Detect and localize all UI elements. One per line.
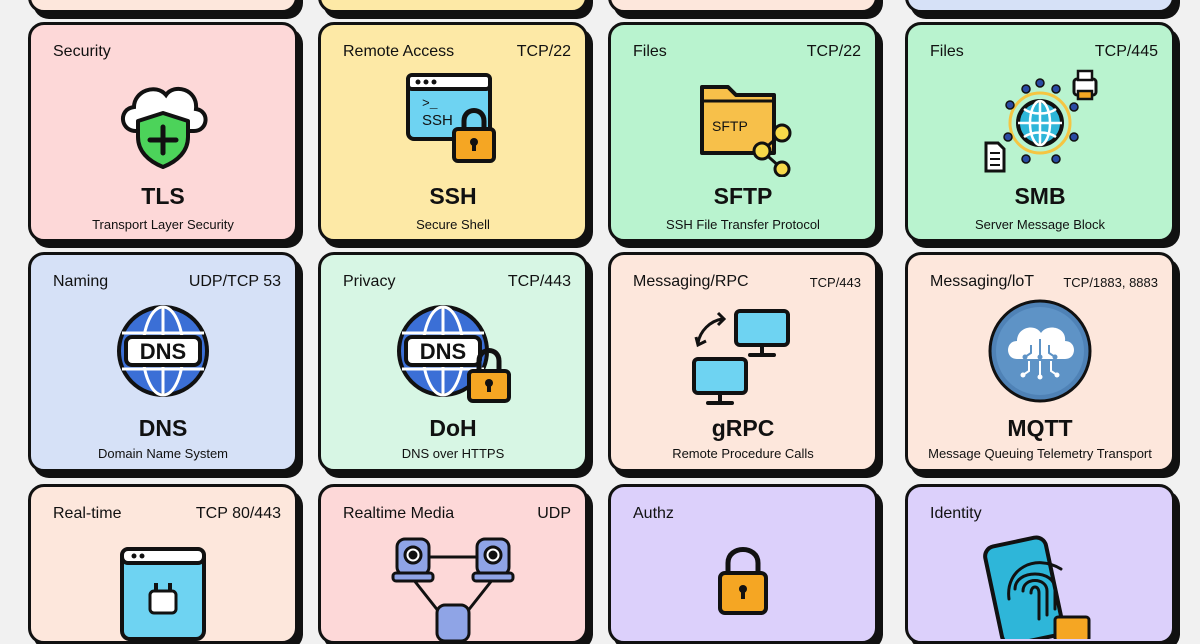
- card-description: Secure Shell: [416, 217, 490, 232]
- card-name: SMB: [1014, 183, 1066, 209]
- dns-lock-icon: DNS: [397, 305, 511, 403]
- card-name: gRPC: [711, 415, 775, 441]
- doh-icon-label: DNS: [420, 339, 466, 364]
- cloud-shield-icon: [121, 86, 208, 169]
- ssh-prompt-text: >_: [422, 96, 438, 111]
- card-name: DNS: [138, 415, 188, 441]
- card-category: Real-time: [53, 505, 122, 522]
- padlock-icon: [718, 547, 768, 615]
- card-top-partial-3: [608, 0, 878, 13]
- card-ssh: Remote Access TCP/22 >_ SSH SSH Secure S…: [318, 22, 588, 242]
- card-category: Naming: [53, 273, 109, 290]
- card-port: TCP/445: [1094, 43, 1158, 60]
- card-top-partial-2: [318, 0, 588, 13]
- terminal-lock-icon: >_ SSH: [406, 73, 496, 163]
- card-description: Message Queuing Telemetry Transport: [928, 446, 1152, 461]
- card-smb: Files TCP/445 SMB Server Message Block: [905, 22, 1175, 242]
- webcams-network-icon: [391, 537, 515, 641]
- card-identity: Identity: [905, 484, 1175, 644]
- card-top-partial-4: [905, 0, 1175, 13]
- card-description: Domain Name System: [97, 446, 229, 461]
- card-grpc: Messaging/RPC TCP/443 gRPC Remote Proced…: [608, 252, 878, 472]
- card-name: SSH: [429, 183, 477, 209]
- sftp-icon-label: SFTP: [712, 118, 748, 134]
- card-dns: Naming UDP/TCP 53 DNS DNS Domain Name Sy…: [28, 252, 298, 472]
- card-mqtt: Messaging/loT TCP/1883, 8883 MQTT Messag…: [905, 252, 1175, 472]
- card-top-partial-1: [28, 0, 298, 13]
- dns-icon-label: DNS: [140, 339, 186, 364]
- card-port: TCP/443: [809, 275, 861, 290]
- card-port: TCP 80/443: [195, 505, 281, 522]
- fingerprint-phone-icon: [983, 535, 1091, 639]
- card-category: Realtime Media: [343, 505, 455, 522]
- card-category: Authz: [633, 505, 674, 522]
- card-port: TCP/22: [516, 43, 571, 60]
- card-category: Files: [633, 43, 667, 60]
- card-description: Server Message Block: [974, 217, 1106, 232]
- card-realtime-media: Realtime Media UDP: [318, 484, 588, 644]
- card-port: UDP: [537, 505, 571, 522]
- card-sftp: Files TCP/22 SFTP SFTP SSH File Transfer…: [608, 22, 878, 242]
- card-category: Privacy: [343, 273, 396, 290]
- card-port: TCP/443: [507, 273, 571, 290]
- iot-cloud-icon: [988, 299, 1092, 403]
- card-realtime: Real-time TCP 80/443: [28, 484, 298, 644]
- network-globe-icon: [984, 69, 1098, 173]
- card-port: UDP/TCP 53: [188, 273, 281, 290]
- card-name: MQTT: [1007, 415, 1073, 441]
- folder-share-icon: SFTP: [700, 85, 792, 177]
- dns-globe-icon: DNS: [117, 305, 209, 397]
- card-description: SSH File Transfer Protocol: [666, 217, 820, 232]
- browser-plug-icon: [120, 547, 206, 641]
- card-category: Identity: [930, 505, 982, 522]
- card-doh: Privacy TCP/443 DNS DoH DNS over HTTPS: [318, 252, 588, 472]
- card-port: TCP/1883, 8883: [1063, 275, 1158, 290]
- card-category: Files: [930, 43, 964, 60]
- card-tls: Security TLS Transport Layer Security: [28, 22, 298, 242]
- card-category: Security: [53, 43, 111, 60]
- card-name: DoH: [429, 415, 477, 441]
- card-name: SFTP: [713, 183, 773, 209]
- card-description: Transport Layer Security: [92, 217, 234, 232]
- card-category: Remote Access: [343, 43, 455, 60]
- card-description: Remote Procedure Calls: [672, 446, 814, 461]
- card-category: Messaging/loT: [930, 273, 1035, 290]
- card-port: TCP/22: [806, 43, 861, 60]
- ssh-icon-label: SSH: [422, 112, 453, 129]
- card-name: TLS: [141, 183, 185, 209]
- card-authz: Authz: [608, 484, 878, 644]
- card-description: DNS over HTTPS: [401, 446, 505, 461]
- card-category: Messaging/RPC: [633, 273, 749, 290]
- computers-exchange-icon: [692, 309, 790, 405]
